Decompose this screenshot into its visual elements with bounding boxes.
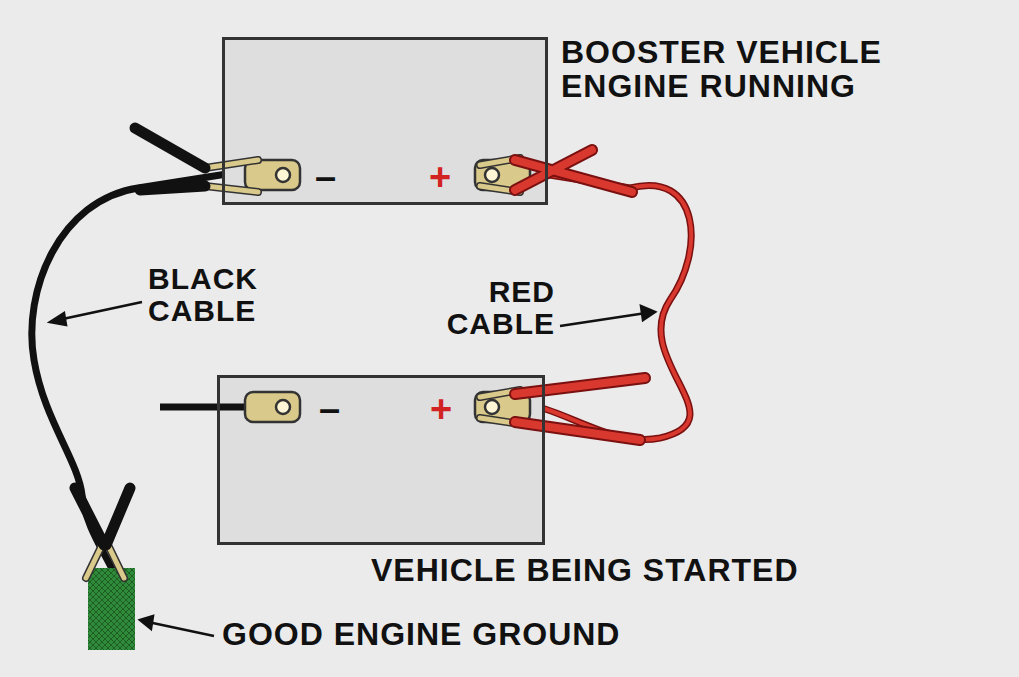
ground-post — [88, 568, 135, 650]
battery-fill — [219, 377, 543, 543]
positive-sign: + — [430, 390, 453, 428]
battery-heading: VEHICLE BEING STARTED — [371, 554, 799, 588]
battery-heading: BOOSTER VEHICLE ENGINE RUNNING — [561, 36, 961, 103]
dead-battery: –+VEHICLE BEING STARTED — [217, 375, 545, 545]
engine-ground: GOOD ENGINE GROUND — [88, 568, 135, 650]
ground-label: GOOD ENGINE GROUND — [222, 618, 620, 652]
terminals — [245, 160, 530, 422]
jumper-cable — [545, 175, 691, 440]
cable-label: RED CABLE — [405, 276, 555, 339]
cable-label: BLACK CABLE — [148, 263, 308, 326]
booster-battery: BOOSTER VEHICLE ENGINE RUNNING–+ — [222, 37, 548, 205]
negative-sign: – — [315, 158, 337, 196]
ground-wire — [160, 404, 250, 411]
battery-fill — [224, 39, 546, 203]
negative-sign: – — [319, 390, 341, 428]
red-clamp — [480, 150, 632, 192]
black-clamp — [135, 128, 258, 192]
jumper-cable — [32, 175, 222, 568]
red-clamp — [480, 378, 645, 440]
ground-clamp — [75, 488, 130, 578]
positive-sign: + — [429, 158, 452, 196]
